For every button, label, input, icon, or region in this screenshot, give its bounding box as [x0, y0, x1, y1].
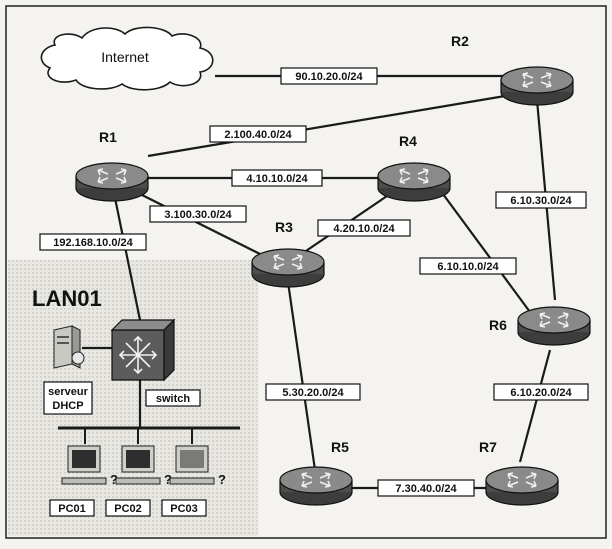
router-r2[interactable]: [500, 66, 574, 106]
keyboard-icon: [169, 477, 215, 485]
network-label-r3-r5: 5.30.20.0/24: [265, 383, 361, 401]
router-r6[interactable]: [517, 306, 591, 346]
link-r1-switch: [113, 197, 142, 321]
network-text: 90.10.20.0/24: [295, 71, 363, 83]
links: [82, 74, 557, 490]
network-label-r1-lan: 192.168.10.0/24: [39, 233, 147, 251]
server-label-line1: serveur: [48, 386, 88, 398]
router-icon: [485, 466, 559, 506]
router-icon: [500, 66, 574, 106]
network-label-r5-r7: 7.30.40.0/24: [377, 479, 475, 497]
router-r3[interactable]: [251, 248, 325, 288]
cloud-icon: [40, 26, 214, 91]
pc-03[interactable]: ?: [169, 445, 226, 487]
internet-cloud: Internet: [40, 26, 214, 91]
switch-arrows-icon: [118, 335, 158, 375]
pc-01[interactable]: ?: [61, 445, 118, 487]
network-label-r2-r6: 6.10.30.0/24: [495, 191, 587, 209]
pc-03-label-group: PC03: [161, 499, 207, 517]
network-label-r1-r2: 2.100.40.0/24: [209, 125, 307, 143]
router-icon: [377, 162, 451, 202]
screen-icon: [180, 450, 204, 468]
server-badge-icon: [71, 351, 85, 365]
network-label-r1-r3: 3.100.30.0/24: [149, 205, 247, 223]
link-r1-r2: [147, 94, 506, 158]
lan-title: LAN01: [32, 286, 102, 311]
network-label-r6-r7: 6.10.20.0/24: [493, 383, 589, 401]
router-r3-label: R3: [275, 219, 293, 235]
router-r1-label: R1: [99, 129, 117, 145]
router-icon: [75, 162, 149, 202]
screen-icon: [72, 450, 96, 468]
pc-03-mark: ?: [218, 472, 226, 487]
network-label-r4-r6: 6.10.10.0/24: [419, 257, 517, 275]
pc-02-mark: ?: [164, 472, 172, 487]
network-text: 6.10.20.0/24: [510, 387, 572, 399]
link-r6-r7: [518, 349, 552, 463]
network-text: 3.100.30.0/24: [164, 209, 232, 221]
router-r5[interactable]: [279, 466, 353, 506]
router-r4-label: R4: [399, 133, 417, 149]
network-label-r1-r4: 4.10.10.0/24: [231, 169, 323, 187]
network-label-r3-r4: 4.20.10.0/24: [317, 219, 411, 237]
pc-01-label-group: PC01: [49, 499, 95, 517]
network-text: 5.30.20.0/24: [282, 387, 344, 399]
network-text: 2.100.40.0/24: [224, 129, 292, 141]
router-r2-label: R2: [451, 33, 469, 49]
router-r7[interactable]: [485, 466, 559, 506]
cloud-label: Internet: [101, 49, 149, 65]
network-text: 6.10.10.0/24: [437, 261, 499, 273]
link-r4-r6: [439, 189, 531, 313]
router-r5-label: R5: [331, 439, 349, 455]
network-text: 192.168.10.0/24: [53, 237, 133, 249]
router-r7-label: R7: [479, 439, 497, 455]
switch-label-box: [145, 389, 201, 407]
screen-icon: [126, 450, 150, 468]
pc-01-label: PC01: [58, 503, 86, 515]
router-icon: [517, 306, 591, 346]
pc-02-label: PC02: [114, 503, 142, 515]
network-text: 6.10.30.0/24: [510, 195, 572, 207]
keyboard-icon: [61, 477, 107, 485]
diagram-frame: [5, 5, 607, 539]
network-text: 4.20.10.0/24: [333, 223, 395, 235]
keyboard-icon: [115, 477, 161, 485]
switch-label: switch: [156, 393, 191, 405]
lan-switch[interactable]: [110, 318, 176, 382]
link-r1-r3: [139, 193, 263, 256]
pc-03-label: PC03: [170, 503, 198, 515]
dhcp-server[interactable]: [53, 325, 85, 369]
pc-02-label-group: PC02: [105, 499, 151, 517]
network-text: 7.30.40.0/24: [395, 483, 457, 495]
network-label-internet-r2: 90.10.20.0/24: [280, 67, 378, 85]
pc-01-mark: ?: [110, 472, 118, 487]
router-r6-label: R6: [489, 317, 507, 333]
router-r4[interactable]: [377, 162, 451, 202]
link-r3-r5: [286, 281, 317, 471]
router-r1[interactable]: [75, 162, 149, 202]
router-icon: [279, 466, 353, 506]
server-label-box: [43, 381, 93, 415]
server-label-line2: DHCP: [52, 400, 83, 412]
router-icon: [251, 248, 325, 288]
network-text: 4.10.10.0/24: [246, 173, 308, 185]
pc-02[interactable]: ?: [115, 445, 172, 487]
